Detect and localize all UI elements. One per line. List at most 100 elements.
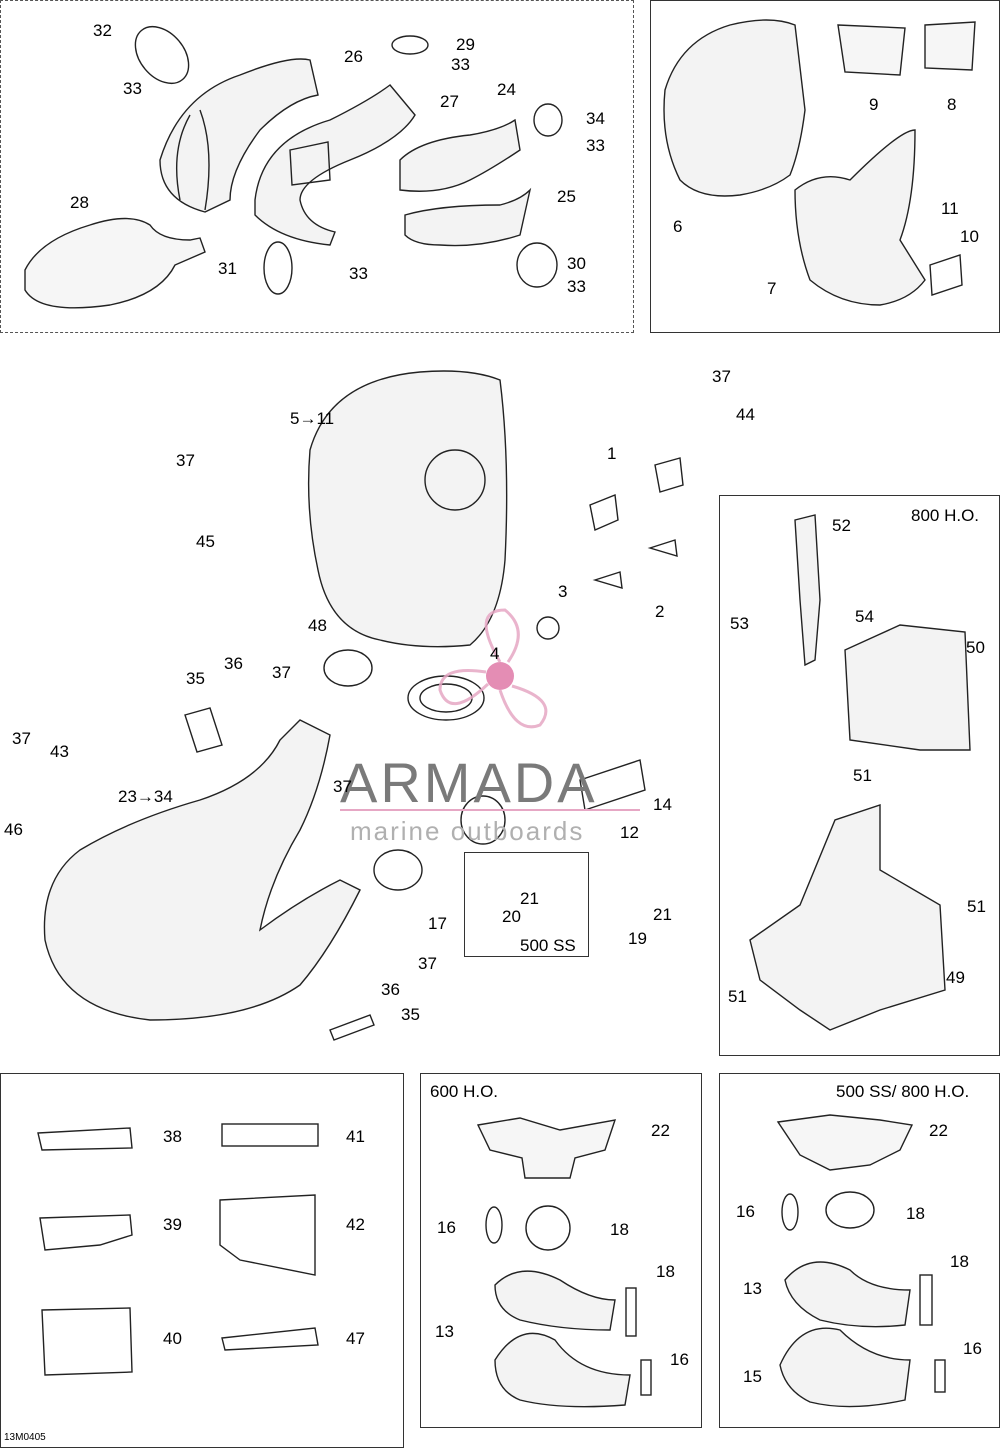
heat-shield-28 xyxy=(24,217,206,309)
shield-7 xyxy=(794,129,926,306)
callout-51-b: 51 xyxy=(967,897,986,916)
callout-16-600ho-b: 16 xyxy=(670,1350,689,1369)
callout-21-b: 21 xyxy=(653,905,672,924)
callout-8: 8 xyxy=(947,95,957,114)
callout-50: 50 xyxy=(966,638,985,657)
muffler-outlet xyxy=(424,449,486,511)
deflector-52 xyxy=(794,514,821,667)
callout-34: 34 xyxy=(586,109,605,128)
callout-35-a: 35 xyxy=(186,669,205,688)
callout-22-600ho: 22 xyxy=(651,1121,670,1140)
callout-44: 44 xyxy=(736,405,755,424)
callout-15: 15 xyxy=(743,1367,762,1386)
pipe-27 xyxy=(254,84,416,246)
callout-51-a: 51 xyxy=(853,766,872,785)
callout-20: 20 xyxy=(502,907,521,926)
ring-30 xyxy=(516,242,558,288)
callout-51-c: 51 xyxy=(728,987,747,1006)
part-47 xyxy=(221,1327,319,1351)
callout-36-b: 36 xyxy=(381,980,400,999)
panel-top-left xyxy=(0,0,634,333)
ring-34 xyxy=(533,103,563,137)
title-800ho: 800 H.O. xyxy=(911,506,980,525)
callout-16-600ho: 16 xyxy=(437,1218,456,1237)
callout-53: 53 xyxy=(730,614,749,633)
part-41 xyxy=(221,1123,319,1147)
part-40 xyxy=(41,1307,133,1376)
callout-52: 52 xyxy=(832,516,851,535)
spring-16-500ss-b xyxy=(934,1359,946,1393)
callout-33b: 33 xyxy=(451,55,470,74)
ring-31 xyxy=(263,241,293,295)
watermark-brand: ARMADA xyxy=(340,751,598,814)
callout-47: 47 xyxy=(346,1329,365,1348)
callout-33: 33 xyxy=(123,79,142,98)
sleeve-12 xyxy=(460,795,506,845)
pipe-13-600ho-a xyxy=(494,1270,616,1331)
ring-17 xyxy=(373,849,423,891)
callout-33c: 33 xyxy=(586,136,605,155)
callout-18-600ho-b: 18 xyxy=(656,1262,675,1281)
callout-6: 6 xyxy=(673,217,683,236)
callout-38: 38 xyxy=(163,1127,182,1146)
callout-41: 41 xyxy=(346,1127,365,1146)
callout-10: 10 xyxy=(960,227,979,246)
callout-39: 39 xyxy=(163,1215,182,1234)
callout-43: 43 xyxy=(50,742,69,761)
panel-500ss xyxy=(464,852,589,957)
callout-40: 40 xyxy=(163,1329,182,1348)
spring-18-500ss xyxy=(919,1274,933,1326)
callout-5-11: 5→11 xyxy=(290,409,335,428)
pipe-15-500ss xyxy=(779,1327,911,1408)
diagram-code: 13M0405 xyxy=(4,1432,46,1443)
bracket-1 xyxy=(589,494,619,531)
callout-28: 28 xyxy=(70,193,89,212)
callout-18-500ss-a: 18 xyxy=(906,1204,925,1223)
bracket-2 xyxy=(592,571,623,589)
callout-16-500ss-b: 16 xyxy=(963,1339,982,1358)
callout-30: 30 xyxy=(567,254,586,273)
callout-33d: 33 xyxy=(349,264,368,283)
callout-37-c: 37 xyxy=(272,663,291,682)
callout-24: 24 xyxy=(497,80,516,99)
callout-11: 11 xyxy=(941,199,959,218)
plate-11 xyxy=(929,254,963,296)
callout-45: 45 xyxy=(196,532,215,551)
tuned-pipe-26 xyxy=(159,58,319,213)
cover-6 xyxy=(663,19,806,197)
callout-16-500ss: 16 xyxy=(736,1202,755,1221)
spring-16-600ho xyxy=(485,1206,503,1244)
tuned-pipe-23-34 xyxy=(43,719,361,1021)
callout-33e: 33 xyxy=(567,277,586,296)
title-500ss-800ho: 500 SS/ 800 H.O. xyxy=(836,1082,970,1101)
callout-48: 48 xyxy=(308,616,327,635)
pipe-25 xyxy=(404,187,532,247)
callout-12: 12 xyxy=(620,823,639,842)
callout-18-600ho-a: 18 xyxy=(610,1220,629,1239)
callout-49: 49 xyxy=(946,968,965,987)
part-42 xyxy=(219,1194,316,1276)
pipe-13-500ss xyxy=(784,1261,911,1328)
grommet-48 xyxy=(323,649,373,687)
bracket-35-top xyxy=(184,707,223,753)
bracket-1b xyxy=(654,457,684,493)
callout-29: 29 xyxy=(456,35,475,54)
bracket-2b xyxy=(647,539,678,557)
part-39 xyxy=(39,1214,133,1251)
callout-4: 4 xyxy=(490,644,500,663)
ring-18-500ss xyxy=(825,1191,875,1229)
muffler-5-11 xyxy=(307,370,508,648)
gasket-22-500ss xyxy=(776,1114,914,1171)
bracket-27 xyxy=(289,141,331,186)
callout-37-e: 37 xyxy=(333,777,352,796)
callout-37-b: 37 xyxy=(176,451,195,470)
callout-3: 3 xyxy=(558,582,568,601)
pipe-13-600ho-b xyxy=(494,1332,631,1408)
callout-46: 46 xyxy=(4,820,23,839)
callout-54: 54 xyxy=(855,607,874,626)
title-500ss: 500 SS xyxy=(520,936,576,955)
watermark-logo xyxy=(438,608,548,729)
panel-600ho xyxy=(420,1073,702,1428)
callout-32: 32 xyxy=(93,21,112,40)
